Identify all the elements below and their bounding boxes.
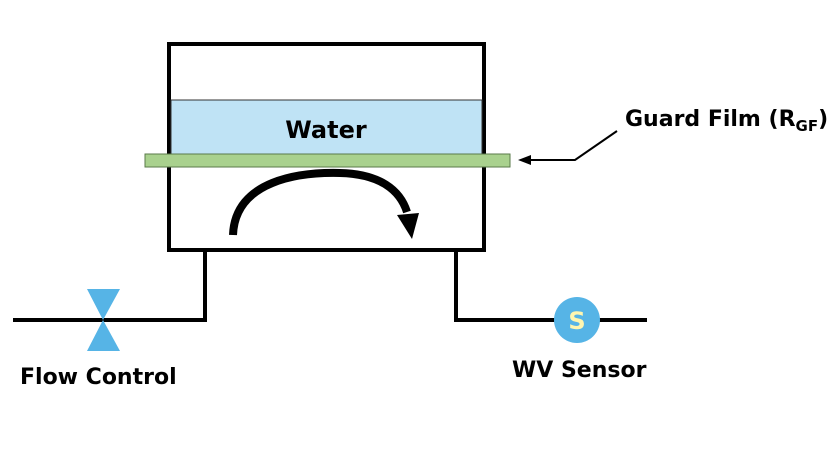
wv-sensor-icon[interactable]: S (554, 297, 600, 343)
water-label: Water (285, 116, 367, 144)
guard-film-subscript: GF (796, 117, 819, 135)
flow-arrowhead (397, 213, 419, 239)
flow-arrow (229, 168, 411, 236)
guard-film (144, 153, 511, 168)
flow-control-label: Flow Control (20, 365, 177, 390)
flow-control-valve-icon[interactable] (87, 289, 120, 351)
sensor-glyph: S (568, 307, 585, 335)
guard-film-label: Guard Film (RGF) (625, 107, 828, 135)
water-layer (170, 99, 483, 155)
outlet-pipe (454, 250, 647, 322)
guard-film-callout-arrowhead (518, 155, 531, 165)
wv-sensor-label: WV Sensor (512, 358, 647, 383)
guard-film-callout-line (525, 130, 618, 161)
inlet-pipe (13, 250, 207, 322)
